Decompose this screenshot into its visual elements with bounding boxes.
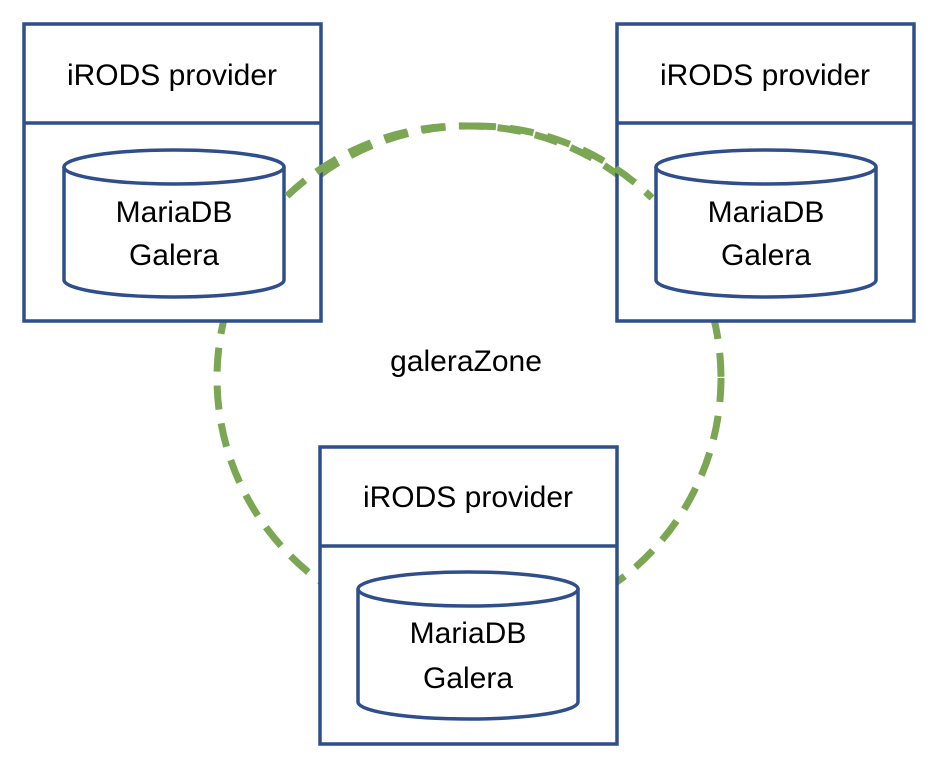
database-label-line2: Galera	[423, 662, 513, 695]
database-icon	[654, 148, 878, 299]
database-icon	[62, 148, 286, 299]
zone-ring-overlay-top-right	[471, 122, 655, 201]
node-title: iRODS provider	[363, 481, 573, 514]
node-title: iRODS provider	[67, 59, 277, 92]
zone-ring-overlay-top-left	[284, 122, 469, 199]
database-label-line1: MariaDB	[410, 617, 527, 650]
database-label-line2: Galera	[721, 239, 811, 272]
database-label-line1: MariaDB	[116, 196, 233, 229]
irods-provider-node-1: iRODS provider MariaDB Galera	[22, 22, 323, 323]
database-label-line2: Galera	[129, 239, 219, 272]
irods-provider-node-2: iRODS provider MariaDB Galera	[615, 22, 916, 323]
database-label-line1: MariaDB	[708, 196, 825, 229]
irods-provider-node-3: iRODS provider MariaDB Galera	[318, 445, 619, 746]
database-icon	[356, 570, 580, 721]
node-title: iRODS provider	[660, 59, 870, 92]
zone-label: galeraZone	[390, 345, 542, 378]
